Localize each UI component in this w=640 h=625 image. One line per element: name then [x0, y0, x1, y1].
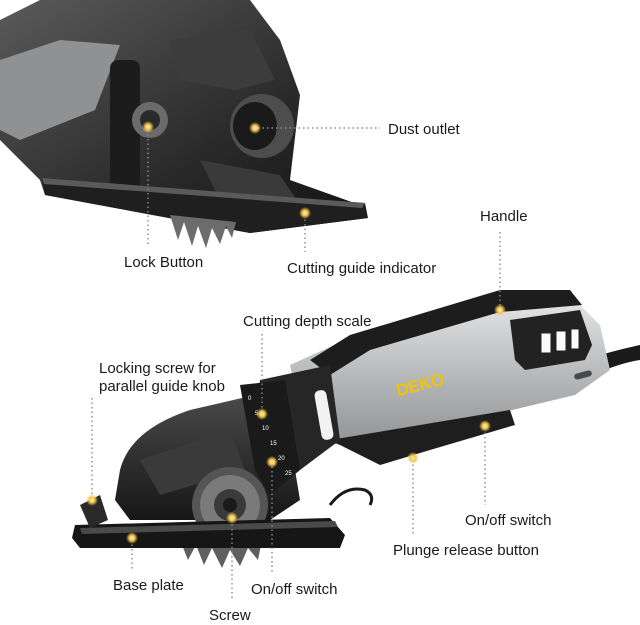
depth-mark: 0 — [248, 396, 252, 402]
top-saw-closeup — [0, 0, 368, 248]
label-cutting-depth-scale: Cutting depth scale — [243, 313, 372, 330]
marker-dot-lock-button — [142, 121, 154, 133]
marker-dot-dust-outlet — [249, 122, 261, 134]
depth-mark: 15 — [270, 441, 277, 447]
marker-dot-screw — [226, 512, 238, 524]
marker-dots — [86, 121, 506, 544]
label-cutting-guide-indicator: Cutting guide indicator — [287, 260, 437, 277]
marker-dot-handle — [494, 304, 506, 316]
label-locking-screw: Locking screw for parallel guide knob — [99, 360, 225, 395]
depth-mark: 10 — [262, 426, 269, 432]
depth-mark: 25 — [285, 471, 292, 477]
label-on-off-switch-right: On/off switch — [465, 512, 552, 529]
bottom-saw-fullview — [72, 290, 640, 568]
label-on-off-switch-bottom: On/off switch — [251, 581, 338, 598]
depth-mark: 20 — [278, 456, 285, 462]
marker-dot-onoff-bottom — [266, 456, 278, 468]
marker-dot-guide-indicator — [299, 207, 311, 219]
marker-dot-base-plate — [126, 532, 138, 544]
marker-dot-plunge — [407, 452, 419, 464]
label-plunge-release-button: Plunge release button — [393, 542, 539, 559]
label-handle: Handle — [480, 208, 528, 225]
marker-dot-onoff-right — [479, 420, 491, 432]
leader-lines — [91, 127, 501, 600]
label-lock-button: Lock Button — [124, 254, 204, 271]
marker-dot-locking-screw — [86, 494, 98, 506]
label-base-plate: Base plate — [113, 577, 184, 594]
label-screw: Screw — [209, 607, 251, 624]
marker-dot-depth-scale — [256, 408, 268, 420]
label-dust-outlet: Dust outlet — [388, 121, 460, 138]
